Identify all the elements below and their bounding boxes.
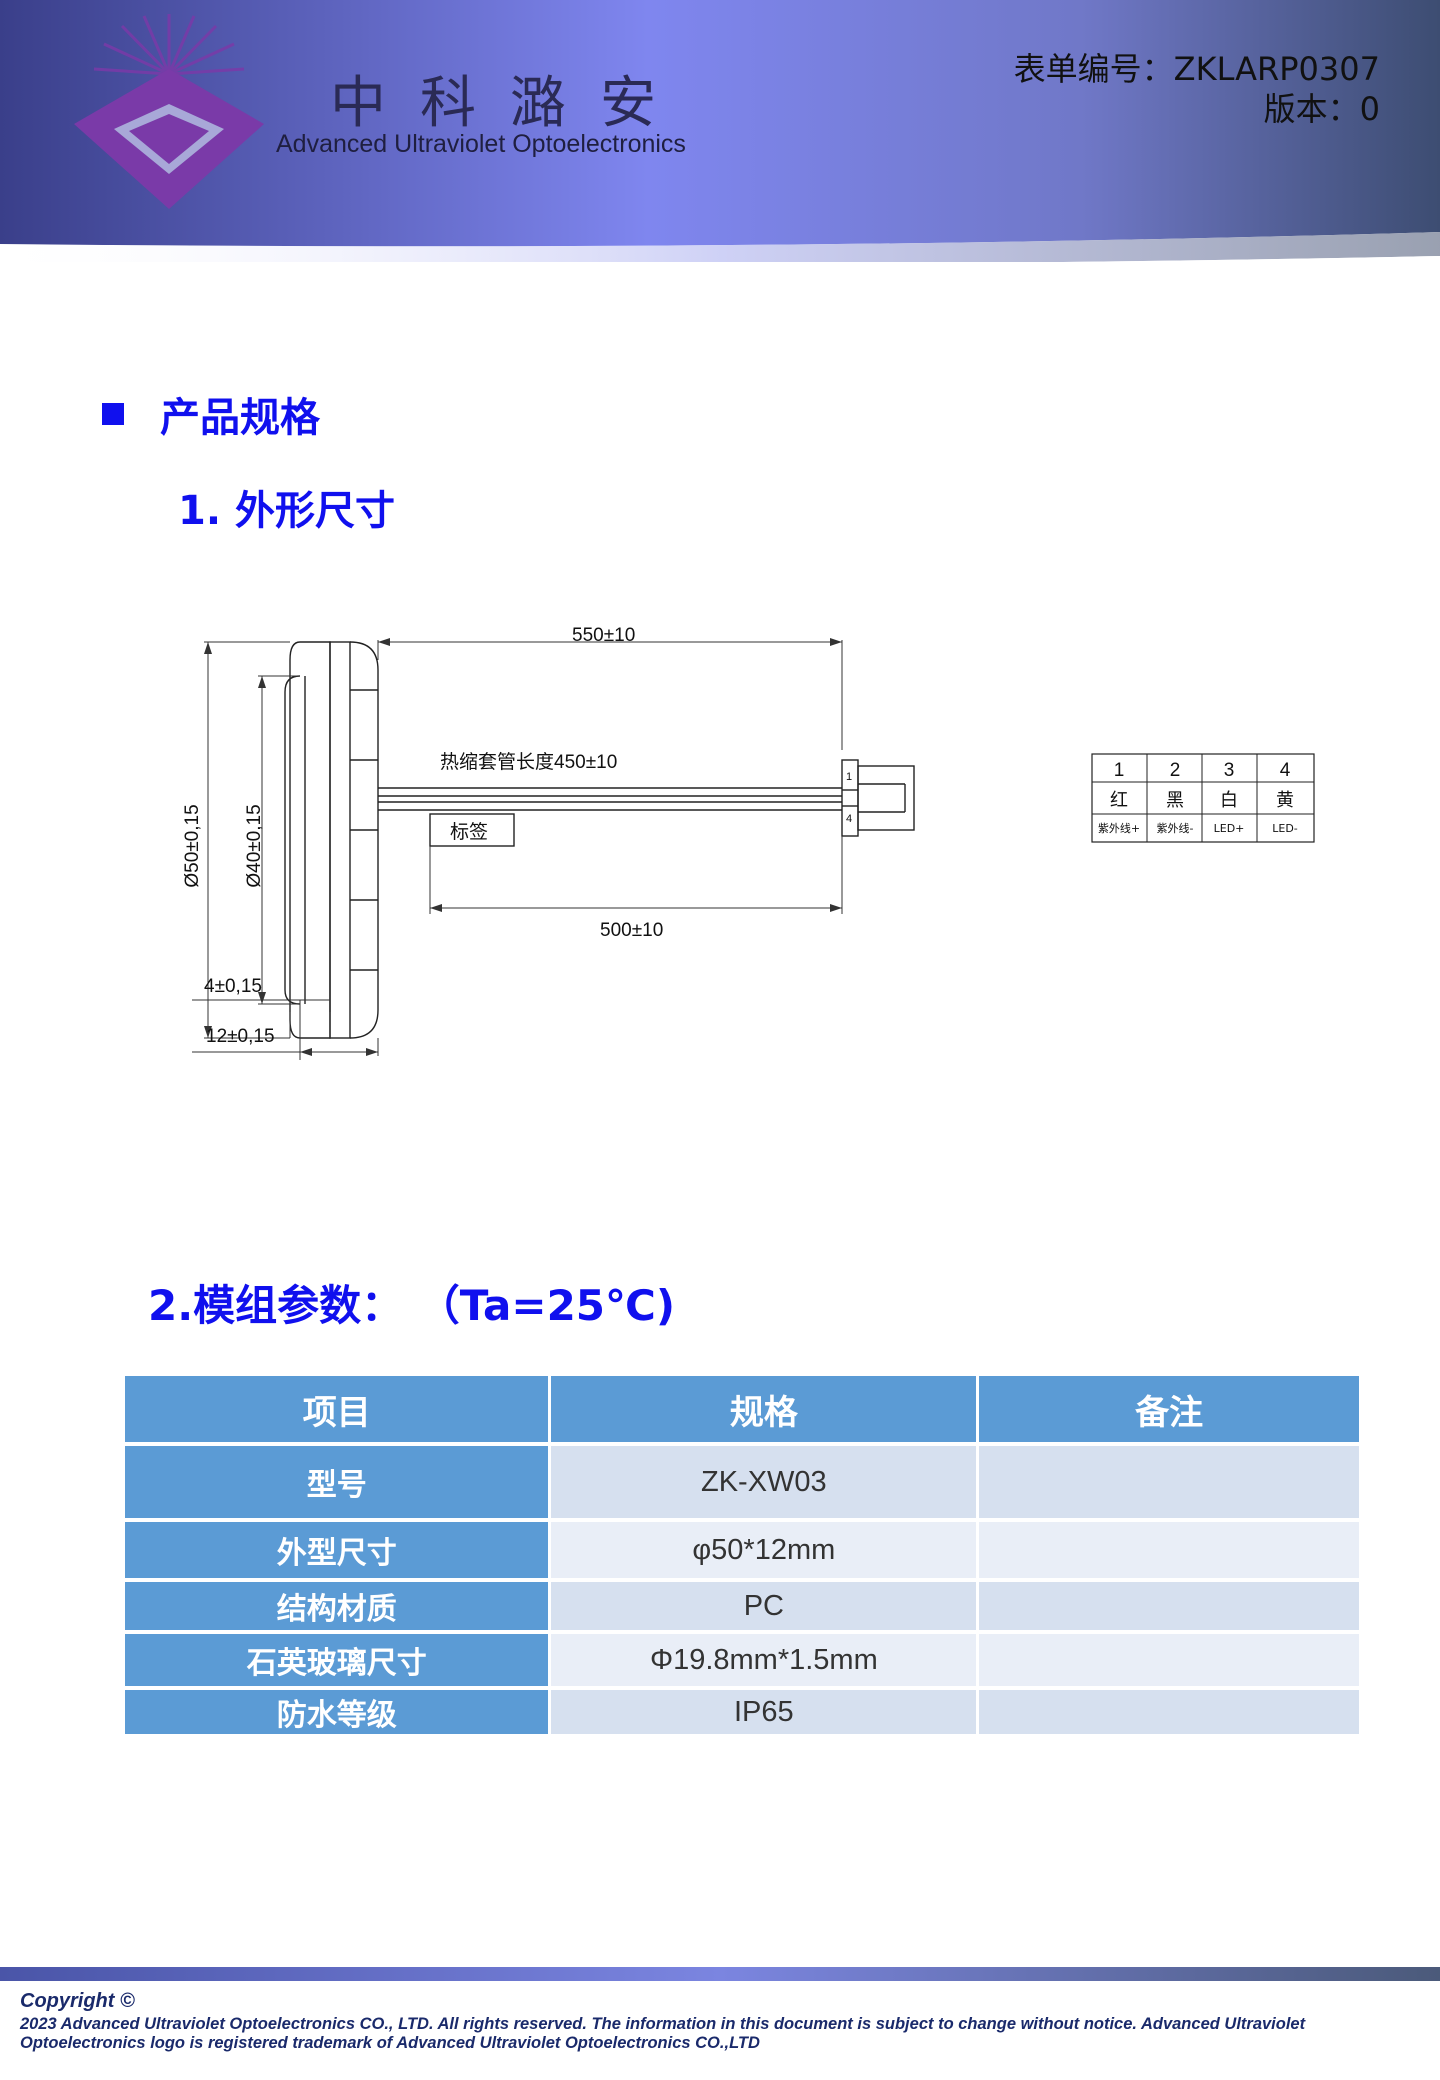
header-spec: 规格 — [551, 1376, 977, 1442]
pin-assignment-table: 1 2 3 4 红 黑 白 黄 紫外线+ 紫外线- LED+ LED- — [1091, 753, 1315, 843]
pin-number: 4 — [1280, 760, 1291, 781]
table-header-row: 项目 规格 备注 — [125, 1376, 1359, 1442]
brand-chinese-name: 中科潞安 — [330, 71, 690, 136]
dimension-drawing: 550±10 热缩套管长度450±10 标签 500±10 Ø50±0,15 Ø… — [182, 625, 1315, 1060]
pin-number: 1 — [1114, 760, 1125, 781]
pin-function: 紫外线+ — [1098, 821, 1140, 835]
dim-diameter-40-label: Ø40±0,15 — [244, 804, 265, 887]
sleeve-length-label: 热缩套管长度450±10 — [440, 751, 617, 773]
pin-number: 3 — [1224, 760, 1235, 781]
module-parameter-table: 项目 规格 备注 型号 ZK-XW03 外型尺寸 φ50*12mm 结构材质 P… — [122, 1372, 1362, 1738]
brand-english-name: Advanced Ultraviolet Optoelectronics — [276, 130, 686, 158]
connector-pin-1-label: 1 — [846, 771, 852, 783]
connector-body — [857, 765, 915, 831]
subsection-parameters-title: 2.模组参数： （Ta=25℃) — [148, 1281, 676, 1330]
param-note — [979, 1690, 1359, 1734]
pin-wire-color: 红 — [1110, 790, 1128, 811]
housing-body — [329, 641, 351, 1039]
label-box-text: 标签 — [450, 821, 488, 843]
section-title-text: 产品规格 — [160, 395, 320, 441]
header-item: 项目 — [125, 1376, 549, 1442]
section-title: 产品规格 — [102, 385, 320, 443]
dim-diameter-50-label: Ø50±0,15 — [182, 804, 203, 887]
param-key: 型号 — [125, 1446, 549, 1518]
subsection-dimensions-title: 1. 外形尺寸 — [178, 488, 395, 534]
header-note: 备注 — [979, 1376, 1359, 1442]
param-key: 防水等级 — [125, 1690, 549, 1734]
housing-back — [349, 641, 379, 1039]
table-row: 外型尺寸 φ50*12mm — [125, 1522, 1359, 1578]
param-key: 外型尺寸 — [125, 1522, 549, 1578]
pin-function: LED+ — [1214, 822, 1245, 835]
company-logo — [74, 14, 264, 209]
param-value: IP65 — [551, 1690, 977, 1734]
dim-4-label: 4±0,15 — [204, 976, 262, 997]
table-row: 型号 ZK-XW03 — [125, 1446, 1359, 1518]
pin-wire-color: 白 — [1220, 790, 1238, 811]
footer-divider — [0, 1967, 1440, 1981]
connector-pin-4-label: 4 — [846, 813, 852, 825]
pin-function: 紫外线- — [1157, 821, 1194, 835]
param-value: PC — [551, 1582, 977, 1630]
form-number: 表单编号：ZKLARP0307 — [1013, 50, 1380, 88]
pin-function: LED- — [1272, 822, 1298, 835]
param-key: 结构材质 — [125, 1582, 549, 1630]
param-value: ZK-XW03 — [551, 1446, 977, 1518]
param-key: 石英玻璃尺寸 — [125, 1634, 549, 1686]
param-note — [979, 1446, 1359, 1518]
table-row: 石英玻璃尺寸 Φ19.8mm*1.5mm — [125, 1634, 1359, 1686]
table-row: 防水等级 IP65 — [125, 1690, 1359, 1734]
square-bullet-icon — [102, 403, 124, 425]
dim-550-label: 550±10 — [572, 625, 635, 646]
param-value: φ50*12mm — [551, 1522, 977, 1578]
pin-number: 2 — [1170, 760, 1181, 781]
pin-wire-color: 黄 — [1276, 790, 1294, 811]
copyright-line: Copyright © — [20, 1990, 135, 2012]
param-note — [979, 1582, 1359, 1630]
page-header: 中科潞安 Advanced Ultraviolet Optoelectronic… — [0, 0, 1440, 265]
dim-12-label: 12±0,15 — [206, 1026, 275, 1047]
param-value: Φ19.8mm*1.5mm — [551, 1634, 977, 1686]
document-version: 版本：0 — [1263, 90, 1380, 128]
page-footer: Copyright © 2023 Advanced Ultraviolet Op… — [20, 1990, 1430, 2053]
legal-notice: 2023 Advanced Ultraviolet Optoelectronic… — [20, 2015, 1306, 2052]
label-box — [429, 813, 515, 847]
table-row: 结构材质 PC — [125, 1582, 1359, 1630]
pin-wire-color: 黑 — [1166, 790, 1184, 811]
glass-profile — [284, 675, 301, 1005]
housing-rim — [289, 641, 331, 1039]
dim-500-label: 500±10 — [600, 920, 663, 941]
param-note — [979, 1522, 1359, 1578]
param-note — [979, 1634, 1359, 1686]
